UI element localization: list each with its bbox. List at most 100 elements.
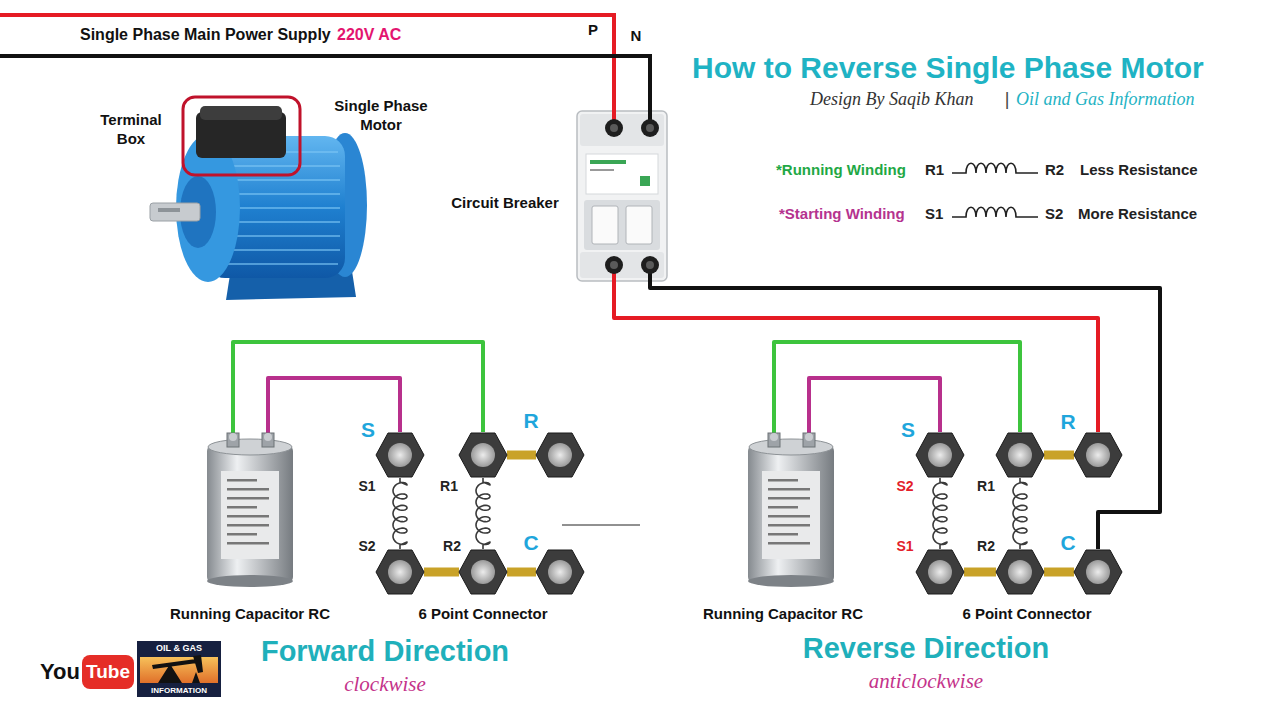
winding-end: R1 <box>925 161 944 180</box>
separator: | <box>1005 88 1010 111</box>
pumpjack-icon <box>152 655 203 683</box>
capacitor-base <box>748 575 834 587</box>
sticker-print <box>227 524 269 527</box>
cap-outline <box>748 433 834 588</box>
winding-symbol <box>952 163 1038 173</box>
terminal-letter: R <box>523 408 538 434</box>
brand-mark <box>590 160 626 164</box>
hex-nut <box>536 433 584 477</box>
sticker-print <box>768 533 798 536</box>
capacitor-lid <box>749 439 833 455</box>
toggle <box>592 206 618 244</box>
nut-face <box>1086 560 1110 584</box>
winding-end: S2 <box>358 538 375 556</box>
capacitor-stud <box>229 433 237 441</box>
nut-outline <box>916 549 964 595</box>
terminal-screw <box>605 119 623 137</box>
terminal-nut: R1 <box>459 432 507 478</box>
breaker-plate <box>586 154 658 194</box>
sticker-print <box>227 488 269 491</box>
terminal-letter: S <box>361 417 375 443</box>
capacitor-can <box>748 445 834 583</box>
toggle <box>626 206 652 244</box>
terminal-nut: S2 <box>376 549 424 595</box>
capacitor-stud <box>803 433 815 447</box>
channel-logo <box>137 641 221 697</box>
nut-face <box>1008 560 1032 584</box>
logo-text: Tube <box>86 660 130 684</box>
nut-face <box>548 443 572 467</box>
link-bar <box>1044 451 1074 460</box>
winding-name: *Running Winding <box>776 161 906 180</box>
capacitor-stud <box>227 433 239 447</box>
winding-end: S1 <box>896 538 913 556</box>
sticker-print <box>227 515 269 518</box>
nut-outline <box>916 432 964 478</box>
capacitor-stud <box>768 433 780 447</box>
hex-nut <box>916 433 964 477</box>
nut-outline <box>459 432 507 478</box>
terminal-screw <box>646 261 654 269</box>
terminal-screw <box>641 119 659 137</box>
sticker-print <box>768 497 810 500</box>
hex-nut <box>459 433 507 477</box>
hex-nut <box>1074 550 1122 594</box>
terminal-screw <box>641 256 659 274</box>
direction-heading: Forward Direction <box>261 633 509 669</box>
wire <box>233 342 483 433</box>
highlight-frame <box>183 97 300 175</box>
capacitor-lid <box>208 439 292 455</box>
capacitor-stud <box>264 433 272 441</box>
sticker-print <box>768 488 810 491</box>
capacitor-stud <box>805 433 813 441</box>
part-name: Running Capacitor RC <box>170 605 330 624</box>
nut-face <box>1086 443 1110 467</box>
breaker-body <box>577 111 667 281</box>
hex-nut <box>459 550 507 594</box>
running-capacitor: Running Capacitor RC <box>207 433 293 588</box>
nut-face <box>471 443 495 467</box>
logo-text: INFORMATION <box>151 686 207 696</box>
terminal-letter: R <box>1060 409 1075 435</box>
nut-face <box>1008 443 1032 467</box>
winding-name: *Starting Winding <box>779 205 905 224</box>
winding-end: S1 <box>358 478 375 496</box>
terminal-nut: R <box>536 432 584 478</box>
hex-nut <box>916 550 964 594</box>
shaft-key <box>158 208 180 212</box>
capacitor-stud <box>262 433 274 447</box>
link-bar <box>1044 568 1074 577</box>
link-bar <box>424 568 459 577</box>
winding-end: S2 <box>1045 205 1063 224</box>
wire <box>809 378 940 433</box>
part-name: 6 Point Connector <box>962 605 1091 624</box>
toggle-recess <box>584 200 660 250</box>
capacitor-can <box>207 445 293 583</box>
hex-nut <box>996 550 1044 594</box>
link-bar <box>507 451 536 460</box>
hex-nut <box>376 433 424 477</box>
nut-face <box>388 443 412 467</box>
logo-text: OIL & GAS <box>156 643 202 654</box>
winding-end: S2 <box>896 478 913 496</box>
sticker-print <box>227 497 269 500</box>
wire <box>774 342 1020 433</box>
winding-end: R1 <box>440 478 458 496</box>
nut-face <box>928 560 952 584</box>
terminal-nut: S1 <box>916 549 964 595</box>
hex-nut <box>1074 433 1122 477</box>
hex-nut <box>376 550 424 594</box>
terminal-nut: SS1 <box>376 432 424 478</box>
terminal-nut: R2 <box>459 549 507 595</box>
neutral-letter: N <box>631 27 642 46</box>
plate-print <box>590 169 614 171</box>
winding-symbol <box>952 207 1038 217</box>
terminal-screw <box>610 261 618 269</box>
nut-outline <box>459 549 507 595</box>
wire <box>268 378 400 433</box>
capacitor-base <box>207 575 293 587</box>
nut-face <box>388 560 412 584</box>
nut-face <box>928 443 952 467</box>
winding-end: S1 <box>925 205 943 224</box>
